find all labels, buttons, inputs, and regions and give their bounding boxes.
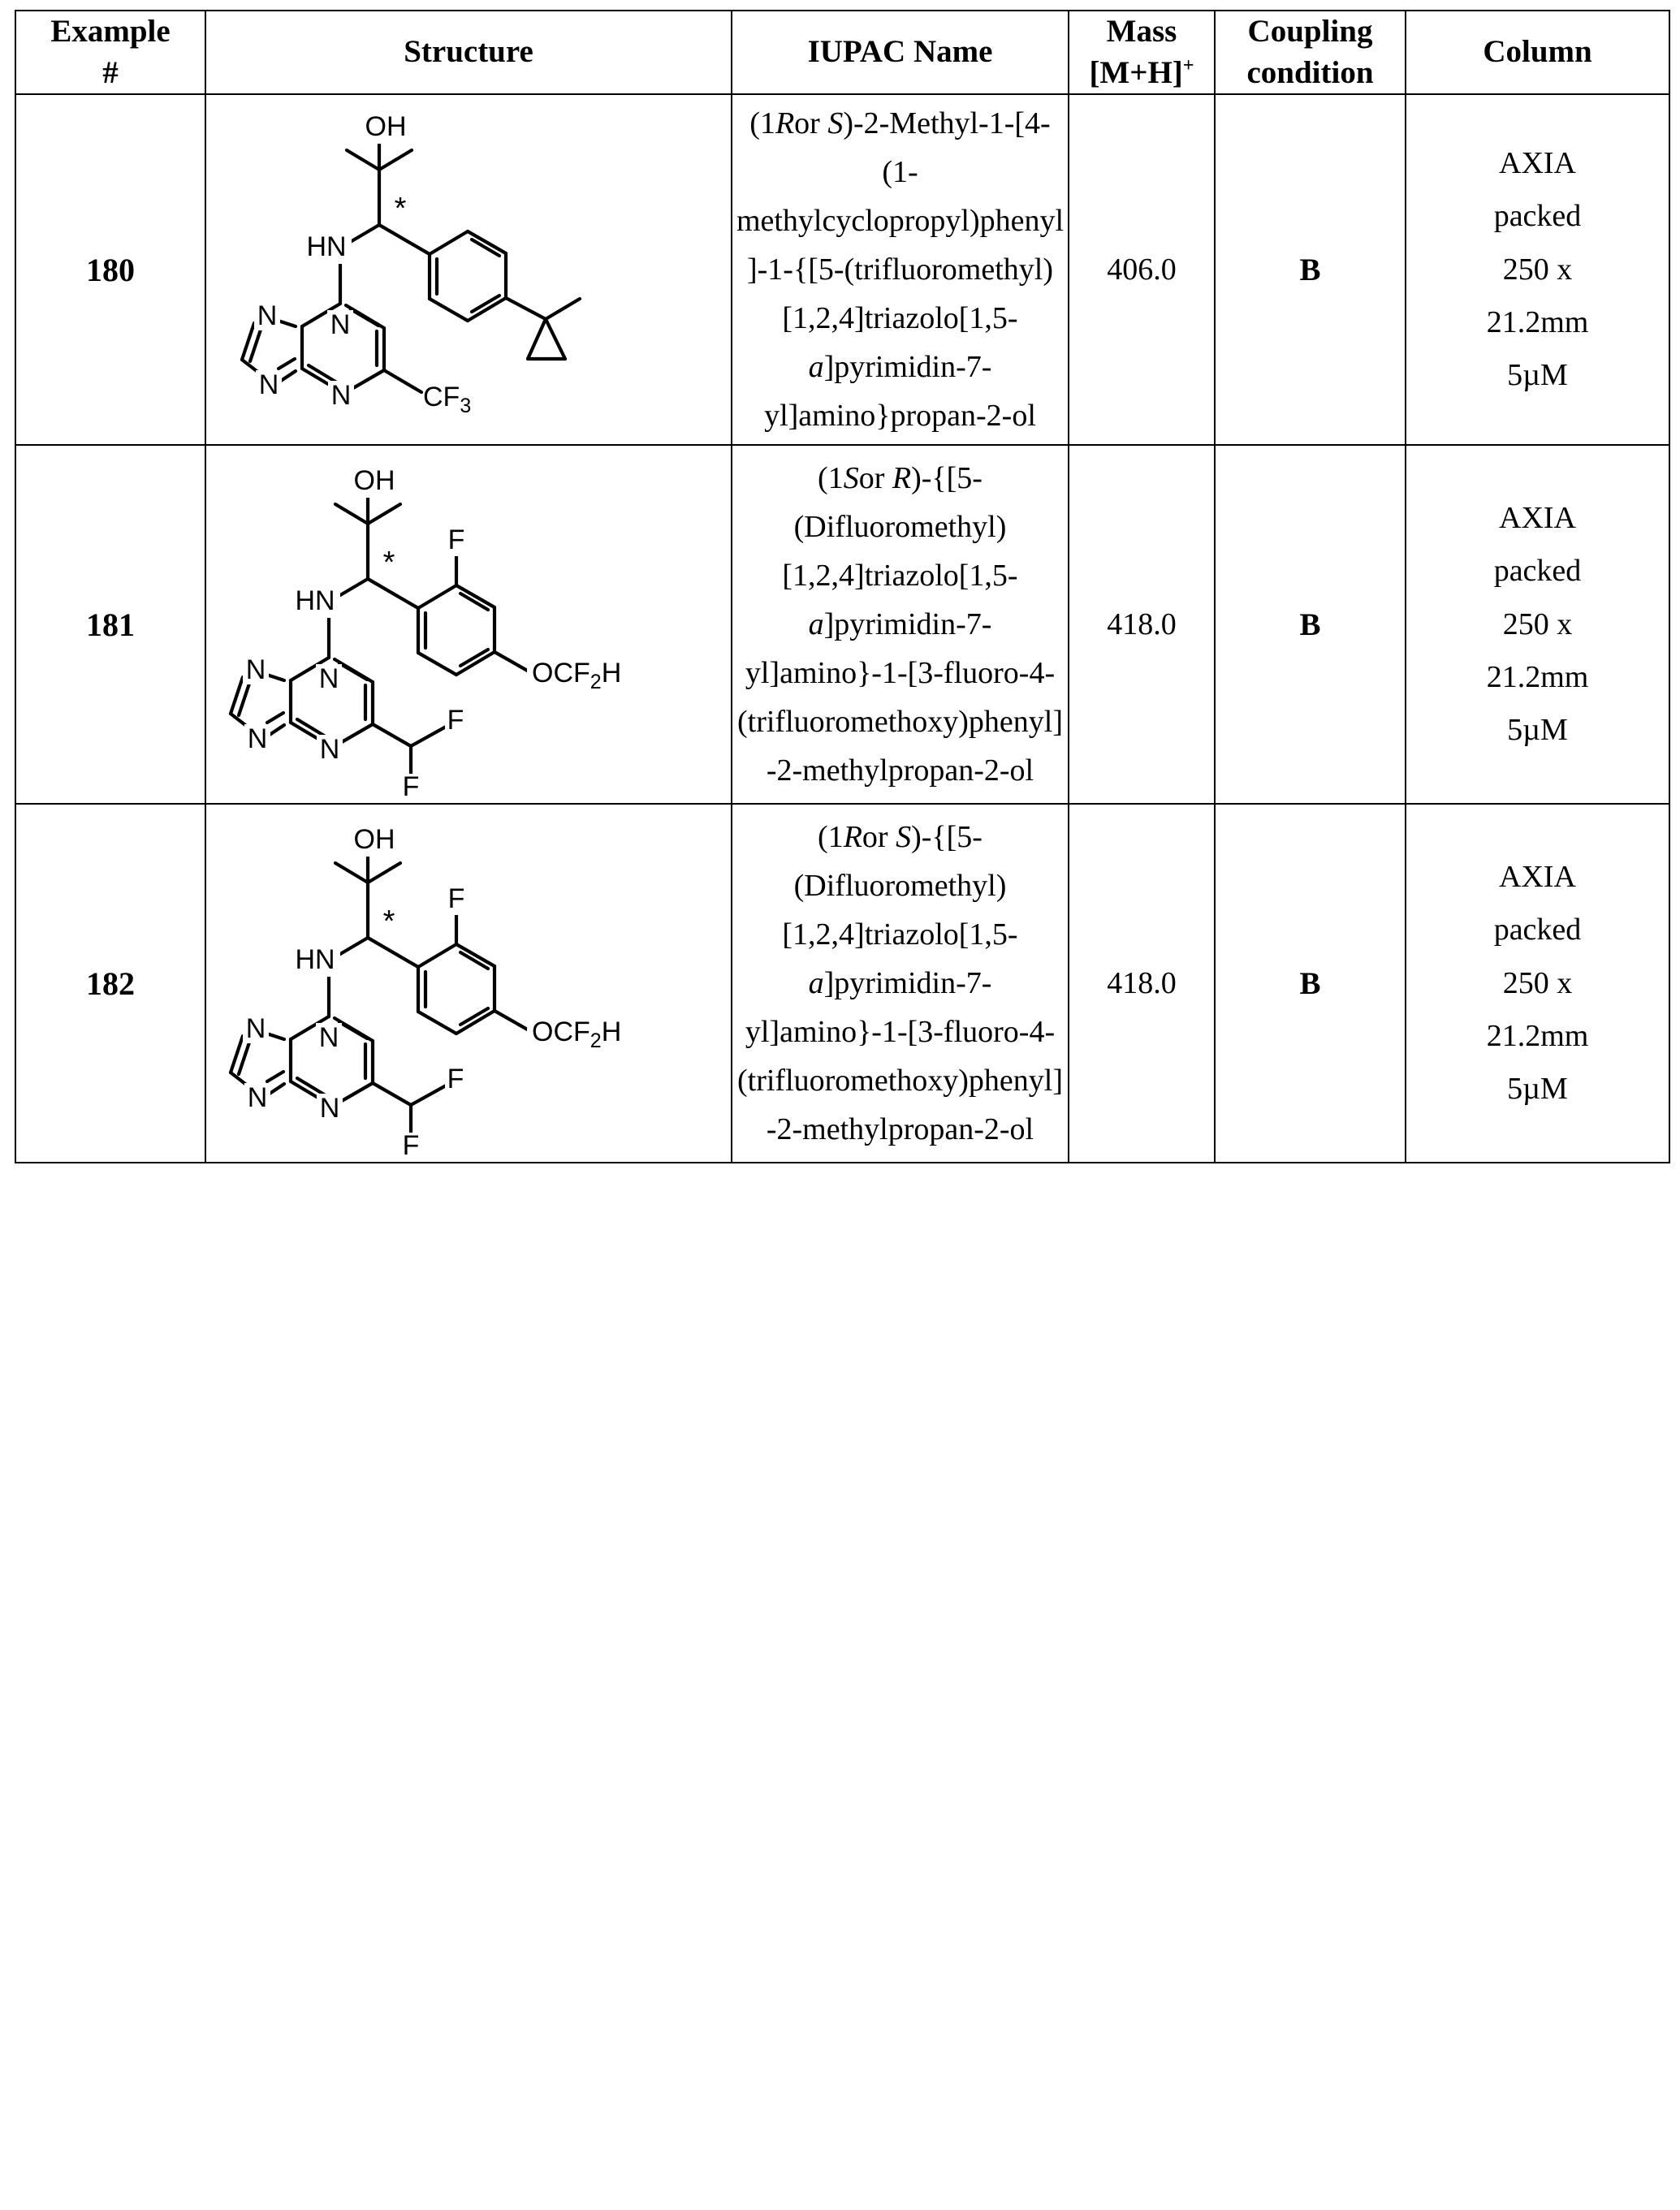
column-line-5: 5µM [1507,1072,1568,1107]
column-line-4: 21.2mm [1486,1019,1589,1054]
header-example: Example # [15,9,206,96]
column-line-5: 5µM [1507,358,1568,393]
structure-svg-180: OH * HN N N N N [240,111,582,417]
label-f-aryl: F [448,524,465,555]
label-stereocenter: * [383,904,395,939]
example-number: 181 [15,444,206,805]
document-page: Example # Structure IUPAC Name Mass [M+H… [0,9,1680,2210]
label-oh: OH [365,111,407,142]
label-n-bridgehead: N [330,309,351,340]
label-hn: HN [295,944,335,975]
label-n-bridgehead: N [319,663,339,694]
label-n4: N [331,380,352,411]
label-n4: N [320,734,340,765]
header-column-label: Column [1483,34,1592,70]
table-row: 182 [15,803,1670,1164]
example-number: 180 [15,93,206,447]
column-line-4: 21.2mm [1486,660,1589,695]
example-number: 182 [15,803,206,1164]
table-row: 180 [15,93,1670,447]
column-value: AXIA packed 250 x 21.2mm 5µM [1405,803,1670,1164]
header-structure-label: Structure [404,34,533,70]
column-line-1: AXIA [1499,145,1576,180]
column-line-2: packed [1493,199,1582,234]
label-n1: N [259,369,279,400]
structure-cell: OH * HN N N N N [205,803,732,1164]
header-iupac-label: IUPAC Name [807,34,993,70]
iupac-name-cell: (1Ror S)-{[5-(Difluoromethyl)[1,2,4]tria… [731,803,1069,1164]
label-f-aryl: F [448,883,465,914]
structure-cell: OH * HN N N N N [205,93,732,447]
column-value: AXIA packed 250 x 21.2mm 5µM [1405,444,1670,805]
label-oh: OH [354,465,395,496]
iupac-name-text-182: (1Ror S)-{[5-(Difluoromethyl)[1,2,4]tria… [736,820,1063,1147]
structure-cell: OH * HN N N N N [205,444,732,805]
column-line-1: AXIA [1499,500,1576,535]
examples-table: Example # Structure IUPAC Name Mass [M+H… [15,9,1670,1164]
label-f-chf2-a: F [447,705,464,736]
label-cf3: CF3 [423,382,471,417]
label-n2: N [257,300,278,331]
header-example-line1: Example [50,14,171,49]
header-structure: Structure [205,9,732,96]
structure-svg-181: OH * HN N N N N [228,465,657,804]
label-f-chf2-b: F [403,1130,420,1161]
label-n1: N [248,1082,268,1113]
column-line-3: 250 x [1502,965,1573,1000]
label-f-chf2-a: F [447,1064,464,1094]
label-n-bridgehead: N [319,1022,339,1053]
header-example-line2: # [102,54,119,90]
mass-value: 406.0 [1068,93,1216,447]
column-value: AXIA packed 250 x 21.2mm 5µM [1405,93,1670,447]
coupling-condition-value: B [1214,444,1406,805]
column-line-3: 250 x [1502,252,1573,287]
chemical-structure-diagram-181: OH * HN N N N N [206,446,731,804]
iupac-name-text-180: (1Ror S)-2-Methyl-1-[4-(1-methylcyclopro… [736,106,1065,434]
header-mass-bracket: [M+H] [1089,54,1183,90]
label-stereocenter: * [383,546,395,580]
column-line-2: packed [1493,913,1582,947]
label-hn: HN [295,585,335,616]
header-column: Column [1405,9,1670,96]
column-line-4: 21.2mm [1486,305,1589,340]
coupling-condition-value: B [1214,803,1406,1164]
header-mass: Mass [M+H]+ [1068,9,1216,96]
header-coupling-condition: Coupling condition [1214,9,1406,96]
label-n2: N [246,1013,266,1044]
label-f-chf2-b: F [403,771,420,802]
label-ocf2h: OCF2H [532,658,621,693]
header-mass-charge: + [1182,54,1194,76]
header-row: Example # Structure IUPAC Name Mass [M+H… [15,9,1670,96]
iupac-name-text-181: (1Sor R)-{[5-(Difluoromethyl)[1,2,4]tria… [736,461,1063,788]
iupac-name-cell: (1Ror S)-2-Methyl-1-[4-(1-methylcyclopro… [731,93,1069,447]
header-coupling-line2: condition [1246,54,1374,90]
label-n2: N [246,654,266,685]
column-line-2: packed [1493,554,1582,589]
header-mass-line1: Mass [1106,14,1177,49]
label-stereocenter: * [395,192,407,226]
structure-svg-182: OH * HN N N N N [228,824,657,1163]
header-coupling-line1: Coupling [1247,14,1373,49]
label-ocf2h: OCF2H [532,1017,621,1052]
chemical-structure-diagram-182: OH * HN N N N N [206,805,731,1163]
coupling-condition-value: B [1214,93,1406,447]
header-mass-line2: [M+H]+ [1069,53,1214,94]
mass-value: 418.0 [1068,803,1216,1164]
column-line-1: AXIA [1499,859,1576,894]
chemical-structure-diagram-180: OH * HN N N N N [206,95,731,444]
table-row: 181 [15,444,1670,805]
column-line-3: 250 x [1502,606,1573,641]
label-oh: OH [354,824,395,855]
header-iupac-name: IUPAC Name [731,9,1069,96]
label-n1: N [248,723,268,754]
iupac-name-cell: (1Sor R)-{[5-(Difluoromethyl)[1,2,4]tria… [731,444,1069,805]
label-hn: HN [306,231,346,262]
column-line-5: 5µM [1507,713,1568,748]
table-header: Example # Structure IUPAC Name Mass [M+H… [15,9,1670,96]
label-n4: N [320,1093,340,1124]
mass-value: 418.0 [1068,444,1216,805]
table-body: 180 [15,93,1670,1164]
